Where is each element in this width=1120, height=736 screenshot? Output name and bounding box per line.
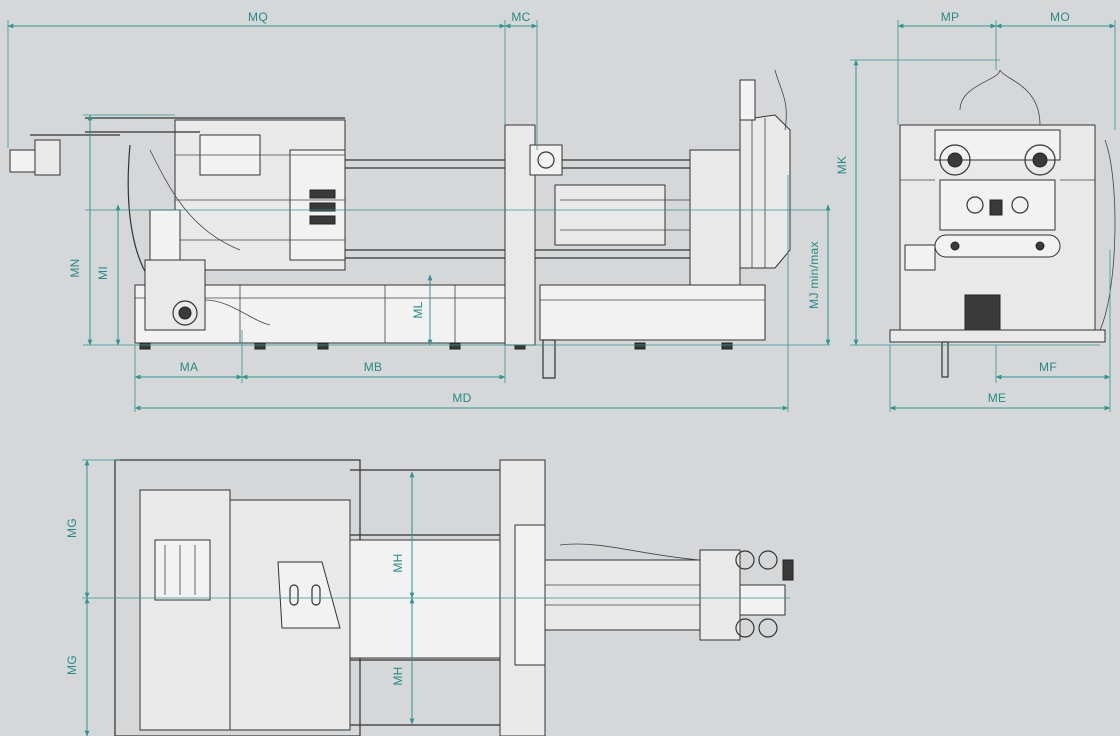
dimension-labels: MQ MC MP MO MN MI ML MJ min/max MK MA MB… bbox=[65, 10, 1070, 686]
label-mb: MB bbox=[364, 360, 383, 374]
label-mq: MQ bbox=[248, 10, 268, 24]
label-ml: ML bbox=[411, 301, 425, 318]
label-mf: MF bbox=[1039, 360, 1057, 374]
label-mh-top: MH bbox=[391, 553, 405, 572]
front-view bbox=[889, 69, 1116, 378]
label-mn: MN bbox=[68, 258, 82, 277]
label-mk: MK bbox=[835, 156, 849, 175]
label-mh-bottom: MH bbox=[391, 666, 405, 685]
label-ma: MA bbox=[180, 360, 199, 374]
label-mg-top: MG bbox=[65, 518, 79, 538]
label-mo: MO bbox=[1050, 10, 1070, 24]
top-view bbox=[114, 459, 794, 736]
label-mp: MP bbox=[941, 10, 960, 24]
label-me: ME bbox=[988, 391, 1007, 405]
side-view bbox=[9, 69, 830, 379]
dimension-lines bbox=[7, 20, 1116, 736]
label-mj: MJ min/max bbox=[807, 241, 821, 309]
label-mc: MC bbox=[511, 10, 530, 24]
label-mg-bottom: MG bbox=[65, 655, 79, 675]
label-mi: MI bbox=[96, 266, 110, 280]
label-md: MD bbox=[452, 391, 471, 405]
